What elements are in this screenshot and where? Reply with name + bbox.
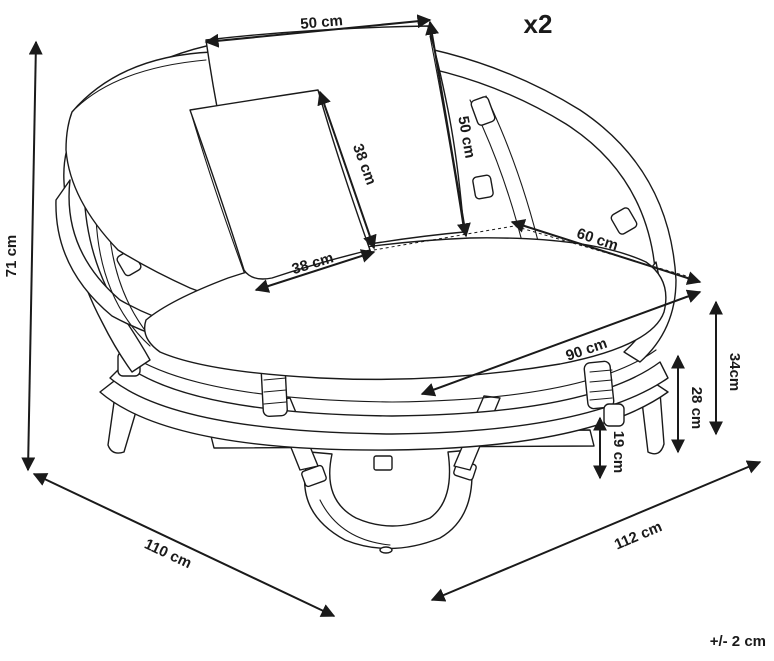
dim-line-seat-depth — [510, 219, 702, 285]
label-frame-height: 28 cm — [688, 387, 705, 430]
label-depth: 110 cm — [142, 536, 195, 573]
dim-line-pillow-height — [425, 20, 471, 238]
dimension-lines — [21, 14, 762, 617]
dim-line-pillow-width — [204, 14, 432, 48]
quantity-label: x2 — [524, 9, 553, 39]
dim-line-small-pillow-width — [254, 249, 376, 293]
dim-line-width — [430, 460, 762, 602]
tolerance-note: +/- 2 cm — [710, 633, 766, 650]
dim-line-seat-width — [420, 289, 702, 397]
label-base-height: 19 cm — [610, 431, 627, 474]
label-pillow-width: 50 cm — [300, 12, 344, 33]
dim-line-small-pillow-height — [317, 90, 377, 250]
label-total-height: 71 cm — [3, 235, 20, 278]
label-seat-height: 34cm — [726, 353, 743, 391]
dim-line-depth — [32, 473, 336, 617]
label-width: 112 cm — [612, 518, 665, 553]
papasan-chair-illustration — [55, 25, 701, 554]
label-pillow-height: 50 cm — [454, 115, 478, 160]
dim-line-total-height — [21, 40, 43, 472]
